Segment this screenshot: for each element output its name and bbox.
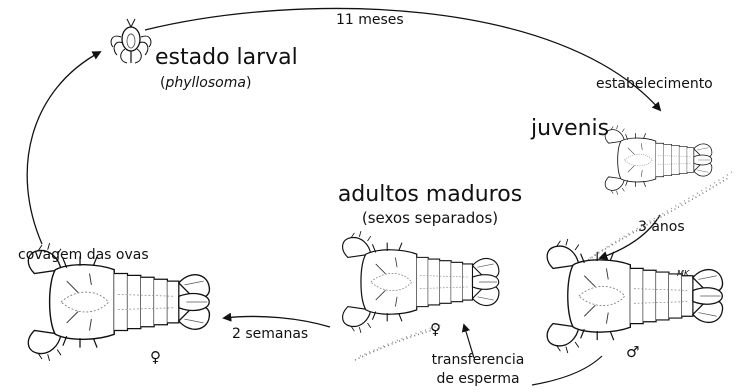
arrow-juvenile-to-adult	[598, 214, 661, 261]
arc-hatching-to-larva	[26, 51, 102, 245]
duration-11-months: 11 meses	[336, 12, 404, 28]
arrow-sperm-transfer-tail	[531, 355, 603, 386]
phyllosoma-larva-illustration	[110, 18, 152, 64]
paren-open: (	[160, 75, 166, 91]
male-symbol-right: ♂	[626, 343, 640, 361]
arrow-sperm-transfer	[461, 323, 475, 359]
phyllosoma-term: phyllosoma	[165, 75, 246, 91]
duration-2-weeks: 2 semanas	[232, 326, 309, 342]
male-lobster-illustration	[546, 238, 724, 354]
mature-adults-subtitle: (sexos separados)	[361, 209, 499, 227]
adult-lobster-illustration	[341, 230, 500, 334]
egg-hatching-label: covagem das ovas	[18, 247, 149, 263]
settlement-label: estabelecimento	[596, 76, 713, 92]
artist-signature: MK	[677, 269, 690, 278]
stippled-ground	[354, 171, 733, 361]
mature-adults-title: adultos maduros	[337, 182, 523, 207]
juveniles-label: juvenis	[531, 116, 610, 141]
sperm-transfer-label-line2: de esperma	[436, 371, 520, 387]
duration-3-years: 3 anos	[638, 219, 685, 235]
paren-close: )	[245, 75, 252, 91]
larval-stage-title: estado larval	[155, 45, 298, 70]
arrow-adult-to-hatching	[222, 312, 331, 328]
female-symbol-center: ♀	[430, 320, 441, 338]
female-symbol-left: ♀	[150, 348, 161, 366]
arc-larva-to-settlement	[144, 7, 662, 112]
sperm-transfer-label-line1: transferencia	[431, 352, 525, 368]
larval-stage-subtitle: (phyllosoma)	[160, 76, 251, 90]
juvenile-lobster-illustration	[604, 124, 713, 196]
